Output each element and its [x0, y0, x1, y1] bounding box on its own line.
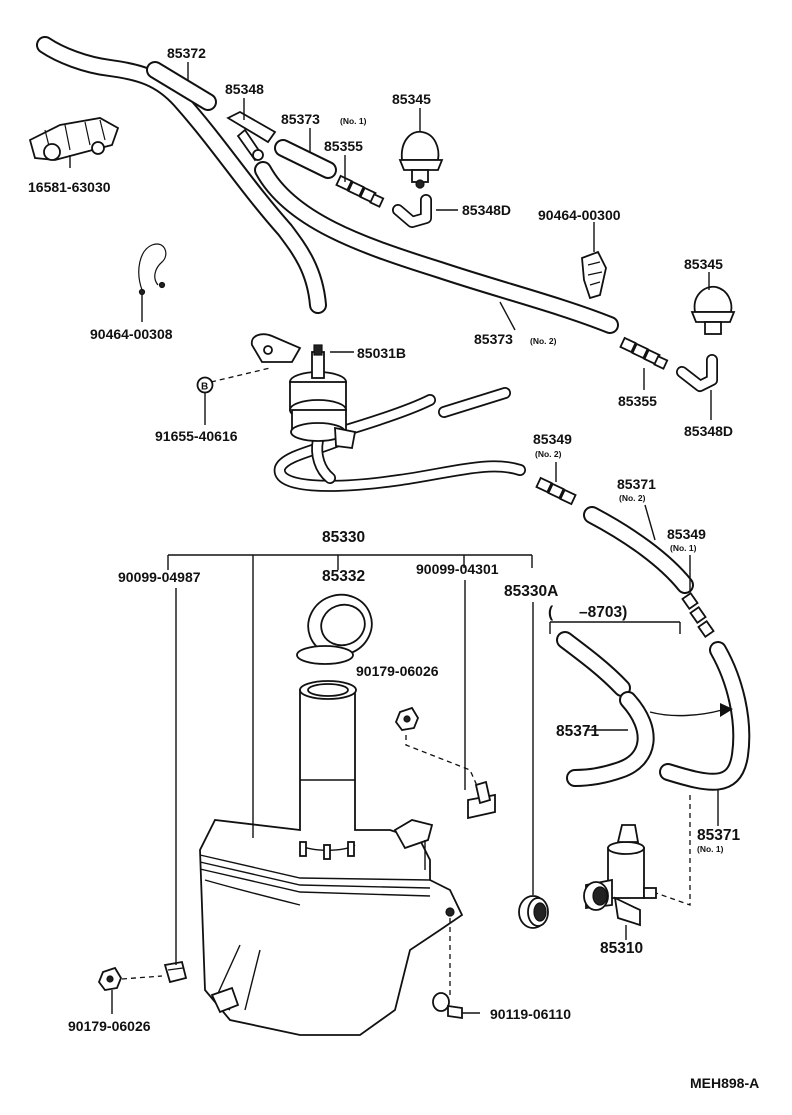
label-85372: 85372 [167, 45, 206, 61]
clip-90464-00300 [581, 250, 607, 300]
label-16581-63030: 16581-63030 [28, 179, 111, 195]
nut-90179-a [394, 706, 420, 731]
label-no1-a: (No. 1) [340, 116, 367, 126]
elbow-85348D-b [676, 354, 718, 392]
label-85031B: 85031B [357, 345, 406, 361]
elbow-85348D-a [392, 194, 432, 228]
hose-85371-alt-upper [556, 631, 631, 697]
label-91655-40616: 91655-40616 [155, 428, 238, 444]
label-85310: 85310 [600, 940, 643, 957]
diagram-code: MEH898-A [690, 1075, 759, 1091]
pump-motor-85031B [250, 333, 357, 449]
hose-85371-no2 [583, 506, 694, 594]
bracket-90099-04301 [467, 780, 496, 820]
hose-85371-alt-lower [566, 691, 655, 787]
connector-85349-no2 [535, 476, 577, 506]
cap-85332 [296, 593, 373, 665]
label-85330A: 85330A [504, 583, 558, 600]
label-85345-a: 85345 [392, 91, 431, 107]
label-85349-no2: 85349 [533, 431, 572, 447]
label-no2-a: (No. 2) [530, 336, 557, 346]
label-85373-no1: 85373 [281, 111, 320, 127]
connector-85355-b [619, 336, 669, 370]
clip-16581 [28, 117, 120, 161]
label-85371-alt: 85371 [556, 723, 599, 740]
label-85371-no1: 85371 [697, 827, 740, 844]
washer-motor-85310 [583, 824, 657, 927]
label-85355-a: 85355 [324, 138, 363, 154]
label-85345-b: 85345 [684, 256, 723, 272]
label-no1-b: (No. 1) [670, 543, 697, 553]
label-85330: 85330 [322, 529, 365, 546]
label-85355-b: 85355 [618, 393, 657, 409]
label-85349-no1: 85349 [667, 526, 706, 542]
bolt-90119 [432, 992, 463, 1020]
label-85348: 85348 [225, 81, 264, 97]
grommet-85330A [518, 895, 549, 929]
part-labels: 85372 85348 85373 (No. 1) 85345 85355 16… [28, 45, 759, 1091]
label-90179-06026-a: 90179-06026 [356, 663, 439, 679]
label-90464-00300: 90464-00300 [538, 207, 621, 223]
leader-lines [69, 62, 733, 1014]
label-90099-04987: 90099-04987 [118, 569, 201, 585]
label-date-range: ( –8703) [548, 604, 627, 621]
label-85348D-a: 85348D [462, 202, 511, 218]
washer-tank-85330 [199, 680, 464, 1036]
label-90179-06026-b: 90179-06026 [68, 1018, 151, 1034]
hose-85372 [146, 61, 217, 111]
hose-long-top [36, 36, 327, 314]
hose-short-mid [438, 387, 511, 418]
label-no2-b: (No. 2) [535, 449, 562, 459]
label-85332: 85332 [322, 568, 365, 585]
label-90119-06110: 90119-06110 [490, 1006, 571, 1022]
nut-90179-b [97, 966, 123, 991]
label-no2-c: (No. 2) [619, 493, 646, 503]
label-no1-c: (No. 1) [697, 844, 724, 854]
label-90464-00308: 90464-00308 [90, 326, 173, 342]
clip-90464-00308 [138, 243, 167, 296]
nozzle-85345-b [690, 285, 736, 335]
label-85348D-b: 85348D [684, 423, 733, 439]
label-85371-no2: 85371 [617, 476, 656, 492]
bolt-mark-text: B [201, 382, 208, 393]
label-90099-04301: 90099-04301 [416, 561, 499, 577]
hose-85371-no1-bent [659, 641, 751, 791]
bolt-marker-91655: B [196, 376, 214, 394]
hose-85373-no2 [254, 161, 619, 334]
connector-85349-no1 [681, 591, 715, 639]
joint-85348 [226, 110, 277, 162]
hose-pump-loop [273, 394, 526, 492]
label-85373-no2: 85373 [474, 331, 513, 347]
connector-85355-a [335, 174, 385, 208]
hose-85373-no1 [274, 139, 337, 179]
nozzle-85345-a [398, 130, 444, 189]
